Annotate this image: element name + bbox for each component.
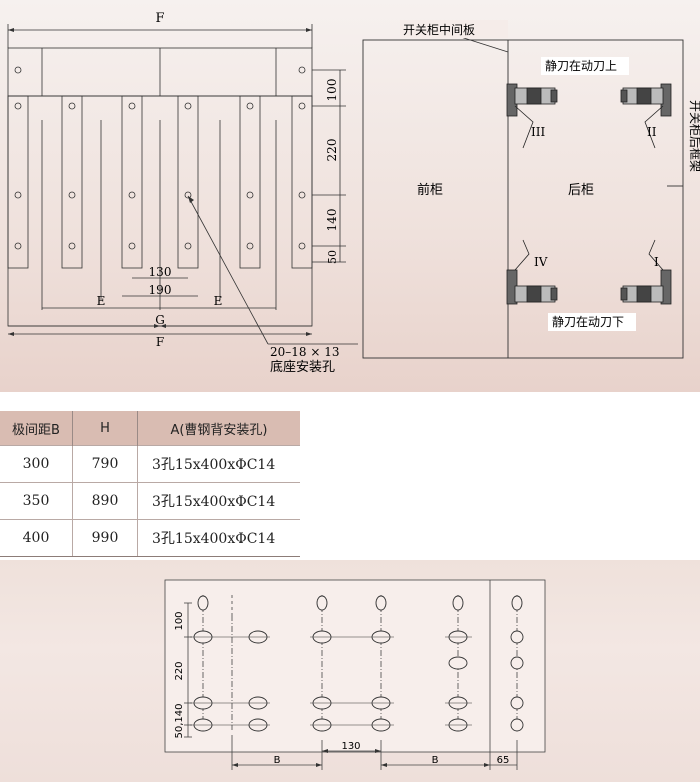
bottom-dim-B-right: B xyxy=(432,755,439,766)
header-A: A(曹钢背安装孔) xyxy=(137,411,300,446)
base-mounting-drawing: F 100 220 140 50 130 190 E E G F 20–18 ×… xyxy=(7,11,358,375)
table-row: 400 990 3孔15x400xΦC14 xyxy=(0,519,300,557)
hole-spec: 20–18 × 13 xyxy=(270,345,340,359)
bottom-dim-65: 65 xyxy=(497,755,510,766)
dim-E-left: E xyxy=(97,294,106,308)
roman-II: II xyxy=(647,125,657,139)
table-cell: 3孔15x400xΦC14 xyxy=(137,482,300,520)
dim-F-bottom: F xyxy=(156,335,164,349)
front-cabinet-label: 前柜 xyxy=(417,182,443,198)
table-cell: 400 xyxy=(0,519,73,557)
table-header-row: 极间距B H A(曹钢背安装孔) xyxy=(0,411,300,446)
knife-below-label: 静刀在动刀下 xyxy=(552,315,624,329)
dim-50: 50 xyxy=(326,250,339,264)
bottom-dim-100: 100 xyxy=(174,611,185,630)
header-H: H xyxy=(72,411,138,446)
roman-IV: IV xyxy=(534,255,548,269)
bottom-dim-220: 220 xyxy=(174,661,185,680)
dim-100: 100 xyxy=(325,79,339,102)
middle-plate-label: 开关柜中间板 xyxy=(403,22,475,37)
table-cell: 300 xyxy=(0,445,73,483)
table-cell: 790 xyxy=(72,445,138,483)
base-holes-label: 底座安装孔 xyxy=(270,359,335,375)
knife-above-label: 静刀在动刀上 xyxy=(545,59,617,73)
table-cell: 3孔15x400xΦC14 xyxy=(137,519,300,557)
roman-I: I xyxy=(654,255,659,269)
rear-frame-label: 开关柜后框架 xyxy=(688,100,700,172)
dim-F-top: F xyxy=(155,11,164,26)
table-cell: 3孔15x400xΦC14 xyxy=(137,445,300,483)
table-cell: 350 xyxy=(0,482,73,520)
bottom-dim-B-left: B xyxy=(274,755,281,766)
hole-layout-drawing: 100 220 50,140 B 130 B 65 xyxy=(164,579,546,770)
table-row: 350 890 3孔15x400xΦC14 xyxy=(0,482,300,520)
table-row: 300 790 3孔15x400xΦC14 xyxy=(0,445,300,483)
dim-130: 130 xyxy=(149,265,172,279)
dim-E-right: E xyxy=(214,294,223,308)
table-cell: 990 xyxy=(72,519,138,557)
dim-G: G xyxy=(155,313,165,327)
bottom-dim-50-140: 50,140 xyxy=(174,704,185,739)
cabinet-plan-drawing: 开关柜中间板 静刀在动刀上 静刀在动刀下 开关柜后框架 前柜 后柜 III II… xyxy=(362,20,700,359)
dim-220: 220 xyxy=(325,139,339,162)
dim-140: 140 xyxy=(325,209,339,232)
dim-190: 190 xyxy=(149,283,172,297)
spec-table: 极间距B H A(曹钢背安装孔) 300 790 3孔15x400xΦC14 3… xyxy=(0,411,300,557)
table-cell: 890 xyxy=(72,482,138,520)
roman-III: III xyxy=(531,125,545,139)
bottom-dim-130: 130 xyxy=(341,741,360,752)
header-pole-spacing: 极间距B xyxy=(0,411,73,446)
rear-cabinet-label: 后柜 xyxy=(568,183,594,198)
